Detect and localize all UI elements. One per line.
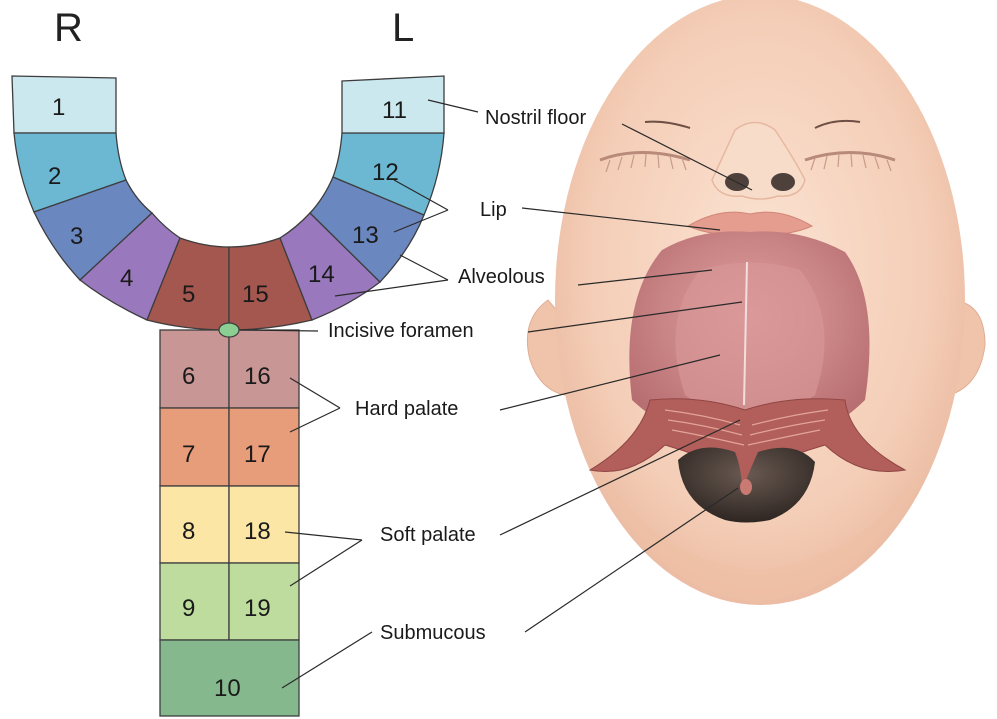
label-lip: Lip: [480, 199, 507, 221]
label-soft-palate: Soft palate: [380, 524, 476, 546]
segment-17-number: 17: [244, 441, 271, 468]
palate-segment-map: 1 2 3 4 5 15 14 13 12 11 6 16 7 17 8 18 …: [12, 76, 444, 716]
segment-19-number: 19: [244, 595, 271, 622]
label-submucous: Submucous: [380, 622, 486, 644]
uvula: [740, 479, 752, 495]
segment-12-number: 12: [372, 159, 399, 186]
label-hard-palate: Hard palate: [355, 398, 458, 420]
incisive-foramen-marker: [219, 323, 239, 337]
segment-7-number: 7: [182, 441, 195, 468]
label-incisive-foramen: Incisive foramen: [328, 320, 474, 342]
segment-5-number: 5: [182, 281, 195, 308]
segment-4-number: 4: [120, 265, 133, 292]
segment-11-number: 11: [382, 97, 407, 124]
segment-13-number: 13: [352, 222, 379, 249]
palate-vault: [675, 263, 824, 421]
segment-16-number: 16: [244, 363, 271, 390]
face-illustration: [527, 0, 985, 605]
segment-6-number: 6: [182, 363, 195, 390]
label-nostril-floor: Nostril floor: [485, 107, 586, 129]
segment-3-number: 3: [70, 223, 83, 250]
segment-18-number: 18: [244, 518, 271, 545]
label-alveolous: Alveolous: [458, 266, 545, 288]
segment-9-number: 9: [182, 595, 195, 622]
segment-2-number: 2: [48, 163, 61, 190]
segment-1-number: 1: [52, 94, 65, 121]
segment-14-number: 14: [308, 261, 335, 288]
left-nostril: [771, 173, 795, 191]
segment-10-number: 10: [214, 675, 241, 702]
segment-8-number: 8: [182, 518, 195, 545]
segment-15-number: 15: [242, 281, 269, 308]
